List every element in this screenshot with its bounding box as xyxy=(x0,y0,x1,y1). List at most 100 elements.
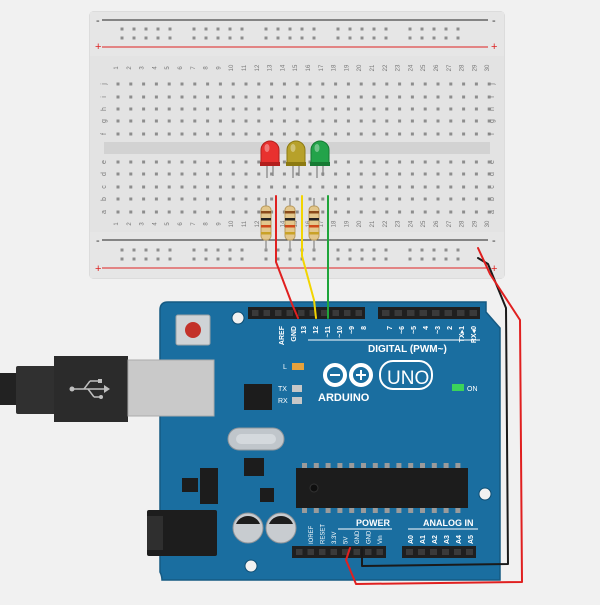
terminal-hole[interactable] xyxy=(206,107,210,111)
rail-hole[interactable] xyxy=(408,248,412,252)
terminal-hole[interactable] xyxy=(142,95,146,99)
rail-hole[interactable] xyxy=(276,257,280,261)
terminal-hole[interactable] xyxy=(270,172,274,176)
terminal-hole[interactable] xyxy=(385,197,389,201)
terminal-hole[interactable] xyxy=(398,172,402,176)
header-socket[interactable] xyxy=(382,310,390,316)
terminal-hole[interactable] xyxy=(116,210,120,214)
rail-hole[interactable] xyxy=(312,27,316,31)
header-socket[interactable] xyxy=(321,310,328,316)
terminal-hole[interactable] xyxy=(180,132,184,136)
header-socket[interactable] xyxy=(457,310,465,316)
terminal-hole[interactable] xyxy=(462,95,466,99)
rail-hole[interactable] xyxy=(348,257,352,261)
terminal-hole[interactable] xyxy=(129,172,133,176)
terminal-hole[interactable] xyxy=(398,82,402,86)
terminal-hole[interactable] xyxy=(142,210,146,214)
terminal-hole[interactable] xyxy=(436,210,440,214)
terminal-hole[interactable] xyxy=(142,172,146,176)
terminal-hole[interactable] xyxy=(129,210,133,214)
rail-hole[interactable] xyxy=(360,257,364,261)
terminal-hole[interactable] xyxy=(142,197,146,201)
terminal-hole[interactable] xyxy=(487,197,491,201)
terminal-hole[interactable] xyxy=(282,107,286,111)
terminal-hole[interactable] xyxy=(116,119,120,123)
terminal-hole[interactable] xyxy=(334,172,338,176)
rail-hole[interactable] xyxy=(432,257,436,261)
terminal-hole[interactable] xyxy=(193,95,197,99)
terminal-hole[interactable] xyxy=(462,119,466,123)
terminal-hole[interactable] xyxy=(423,160,427,164)
terminal-hole[interactable] xyxy=(346,160,350,164)
terminal-hole[interactable] xyxy=(346,210,350,214)
terminal-hole[interactable] xyxy=(154,119,158,123)
terminal-hole[interactable] xyxy=(398,132,402,136)
terminal-hole[interactable] xyxy=(449,95,453,99)
rail-hole[interactable] xyxy=(144,27,148,31)
terminal-hole[interactable] xyxy=(410,119,414,123)
terminal-hole[interactable] xyxy=(346,95,350,99)
terminal-hole[interactable] xyxy=(167,197,171,201)
rail-hole[interactable] xyxy=(192,257,196,261)
terminal-hole[interactable] xyxy=(142,185,146,189)
rail-hole[interactable] xyxy=(408,36,412,40)
terminal-hole[interactable] xyxy=(385,132,389,136)
resistor[interactable] xyxy=(260,198,272,250)
terminal-hole[interactable] xyxy=(449,160,453,164)
rail-hole[interactable] xyxy=(264,27,268,31)
terminal-hole[interactable] xyxy=(359,132,363,136)
rail-hole[interactable] xyxy=(360,248,364,252)
terminal-hole[interactable] xyxy=(244,197,248,201)
terminal-hole[interactable] xyxy=(154,197,158,201)
header-socket[interactable] xyxy=(394,310,403,316)
rail-hole[interactable] xyxy=(336,248,340,252)
terminal-hole[interactable] xyxy=(231,119,235,123)
terminal-hole[interactable] xyxy=(116,107,120,111)
rail-hole[interactable] xyxy=(120,36,124,40)
terminal-hole[interactable] xyxy=(206,210,210,214)
rail-hole[interactable] xyxy=(420,36,424,40)
terminal-hole[interactable] xyxy=(154,95,158,99)
rail-hole[interactable] xyxy=(444,27,448,31)
rail-hole[interactable] xyxy=(168,27,172,31)
terminal-hole[interactable] xyxy=(385,82,389,86)
rail-hole[interactable] xyxy=(192,36,196,40)
terminal-hole[interactable] xyxy=(423,95,427,99)
header-socket[interactable] xyxy=(432,310,440,316)
terminal-hole[interactable] xyxy=(218,82,222,86)
header-socket[interactable] xyxy=(444,310,453,316)
rail-hole[interactable] xyxy=(444,248,448,252)
terminal-hole[interactable] xyxy=(206,172,210,176)
terminal-hole[interactable] xyxy=(436,132,440,136)
terminal-hole[interactable] xyxy=(385,160,389,164)
terminal-hole[interactable] xyxy=(270,210,274,214)
rail-hole[interactable] xyxy=(276,36,280,40)
terminal-hole[interactable] xyxy=(346,172,350,176)
terminal-hole[interactable] xyxy=(436,172,440,176)
rail-hole[interactable] xyxy=(168,36,172,40)
terminal-hole[interactable] xyxy=(423,132,427,136)
terminal-hole[interactable] xyxy=(462,160,466,164)
terminal-hole[interactable] xyxy=(295,95,299,99)
rail-hole[interactable] xyxy=(384,36,388,40)
header-socket[interactable] xyxy=(406,549,413,555)
header-socket[interactable] xyxy=(454,549,461,555)
terminal-hole[interactable] xyxy=(410,95,414,99)
rail-hole[interactable] xyxy=(132,257,136,261)
terminal-hole[interactable] xyxy=(142,82,146,86)
terminal-hole[interactable] xyxy=(218,132,222,136)
terminal-hole[interactable] xyxy=(410,172,414,176)
terminal-hole[interactable] xyxy=(244,82,248,86)
terminal-hole[interactable] xyxy=(321,82,325,86)
terminal-hole[interactable] xyxy=(218,172,222,176)
terminal-hole[interactable] xyxy=(206,197,210,201)
terminal-hole[interactable] xyxy=(321,107,325,111)
terminal-hole[interactable] xyxy=(116,160,120,164)
terminal-hole[interactable] xyxy=(462,82,466,86)
terminal-hole[interactable] xyxy=(372,132,376,136)
terminal-hole[interactable] xyxy=(346,107,350,111)
rail-hole[interactable] xyxy=(156,248,160,252)
terminal-hole[interactable] xyxy=(487,185,491,189)
terminal-hole[interactable] xyxy=(231,132,235,136)
terminal-hole[interactable] xyxy=(308,82,312,86)
